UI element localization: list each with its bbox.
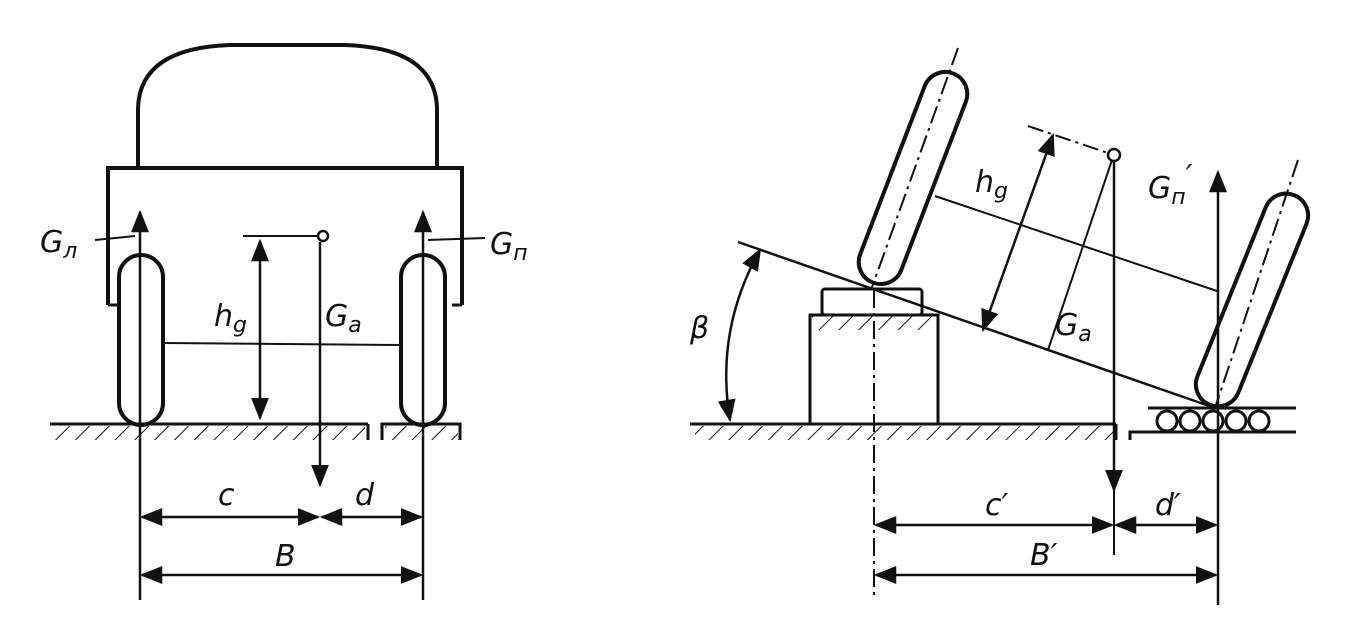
B-label: B [275, 539, 296, 574]
g-right-label: Gп [490, 227, 528, 266]
c-prime-label: c′ [985, 488, 1008, 523]
g-a-label: Ga [325, 299, 362, 338]
rollers [1148, 406, 1296, 433]
upper-wheel [856, 69, 970, 287]
g-left-label: Gл [40, 225, 77, 264]
beta-angle-arc [717, 248, 762, 423]
d-label: d [355, 478, 375, 513]
tilted-hg-dimension [981, 132, 1055, 333]
left-ground [50, 422, 462, 440]
B-prime-label: B′ [1030, 538, 1058, 573]
tilted-hg-label: hg [975, 165, 1008, 204]
inclined-axle-line [737, 240, 1216, 410]
lower-wheel [1193, 191, 1311, 409]
left-view: Gл Gп hg Ga c d B [40, 43, 528, 600]
center-of-gravity [316, 229, 330, 243]
hg-label: hg [214, 299, 247, 338]
tilted-center-of-gravity [1106, 147, 1122, 163]
right-view: β hg Ga Gп′ c′ d′ B′ [689, 47, 1311, 605]
g-n-prime-label: Gп′ [1148, 159, 1193, 210]
tilted-g-a-label: Ga [1055, 308, 1092, 347]
car-body [106, 43, 464, 307]
d-prime-label: d′ [1155, 488, 1181, 523]
c-label: c [218, 478, 235, 513]
beta-label: β [689, 311, 709, 346]
